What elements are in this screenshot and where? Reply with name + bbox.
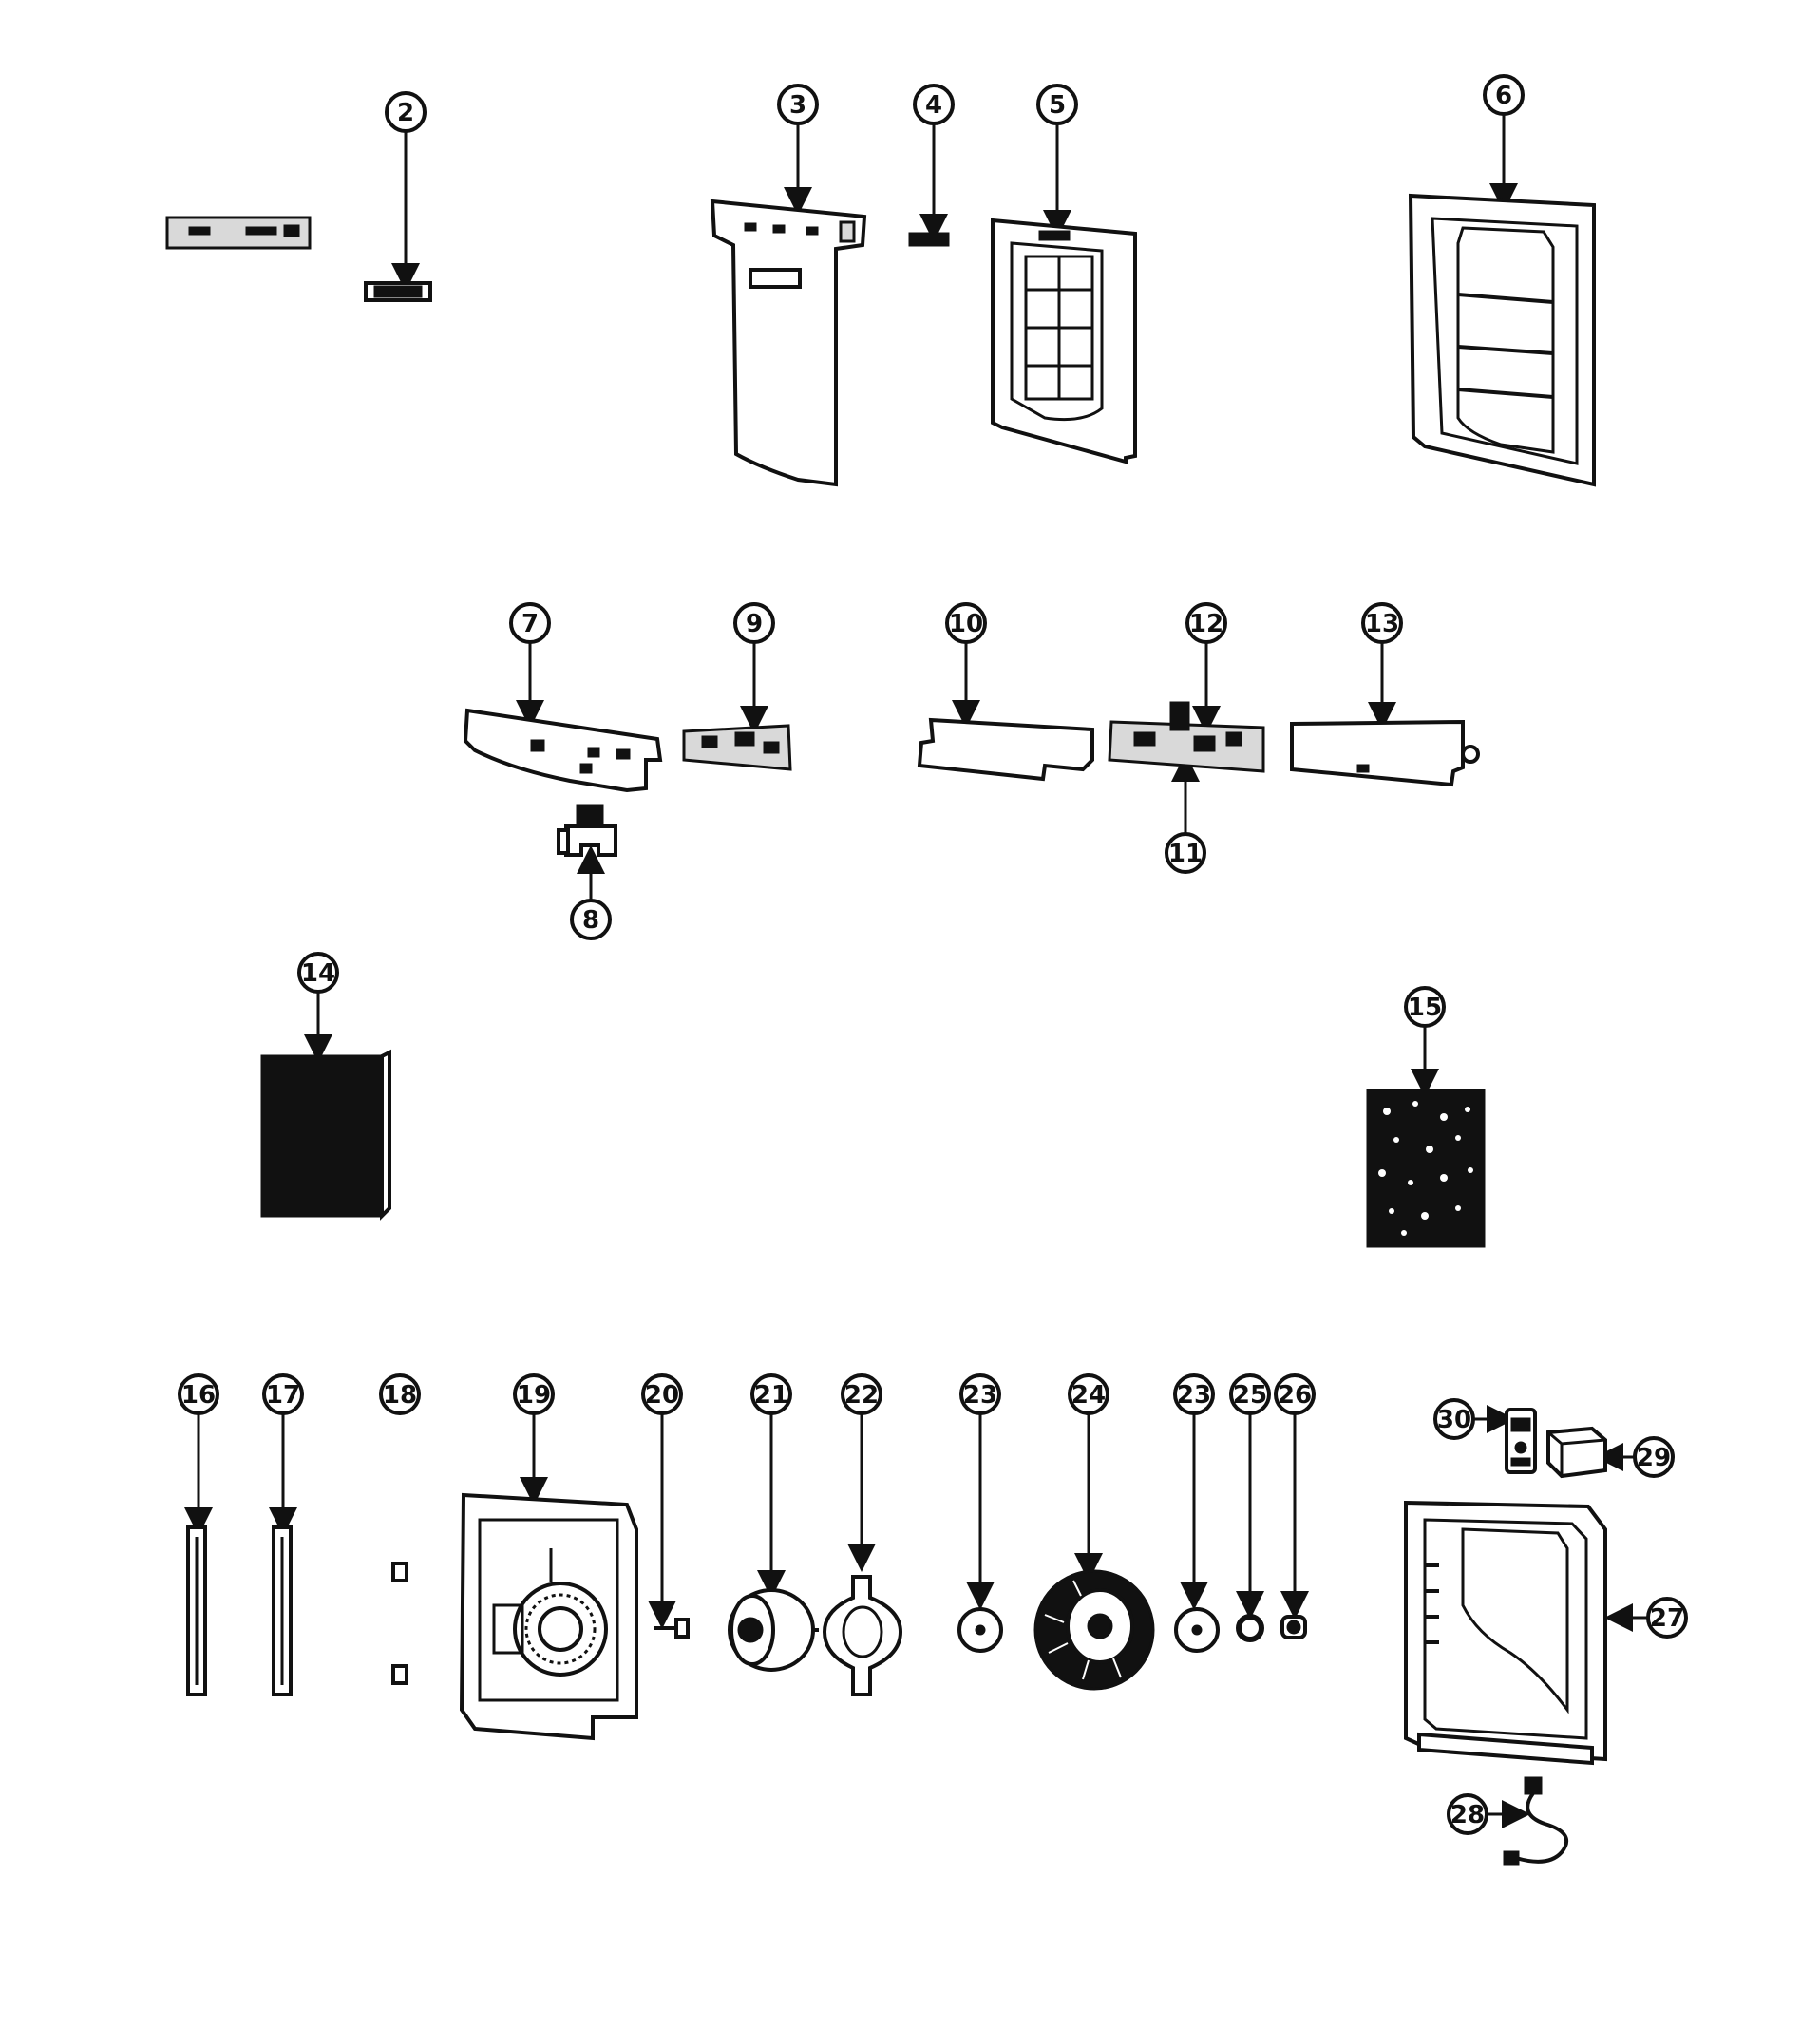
part-small-switch bbox=[908, 232, 950, 247]
callout-5: 5 bbox=[1036, 84, 1078, 238]
part-nut bbox=[1280, 1615, 1307, 1639]
callout-6-label: 6 bbox=[1495, 82, 1512, 110]
callout-3-label: 3 bbox=[789, 91, 806, 120]
callout-13: 13 bbox=[1361, 602, 1403, 730]
part-rear-cover bbox=[1408, 193, 1596, 487]
part-filter-door bbox=[991, 218, 1137, 464]
callout-19-label: 19 bbox=[517, 1381, 551, 1410]
callout-11: 11 bbox=[1165, 753, 1206, 874]
callout-22-label: 22 bbox=[844, 1381, 879, 1410]
part-power-cord bbox=[1503, 1776, 1568, 1866]
part-display-pcb bbox=[682, 724, 792, 771]
part-carbon-prefilter bbox=[1366, 1089, 1486, 1248]
callout-2-label: 2 bbox=[397, 99, 414, 127]
callout-23a-label: 23 bbox=[963, 1381, 997, 1410]
part-side-rail-left bbox=[186, 1525, 207, 1696]
part-hepa-filter bbox=[260, 1049, 391, 1221]
callout-20-label: 20 bbox=[645, 1381, 679, 1410]
part-washer-rear bbox=[1174, 1607, 1220, 1653]
part-remote-holder bbox=[1546, 1426, 1607, 1479]
part-ionizer-module bbox=[1290, 719, 1480, 787]
callout-10-label: 10 bbox=[949, 610, 983, 638]
part-control-housing bbox=[463, 708, 663, 793]
callout-27-label: 27 bbox=[1650, 1604, 1684, 1633]
callout-23a: 23 bbox=[959, 1373, 1001, 1610]
callout-8-label: 8 bbox=[582, 906, 599, 935]
callout-23b-label: 23 bbox=[1177, 1381, 1211, 1410]
part-main-cabinet bbox=[1404, 1500, 1607, 1766]
part-blower-wheel bbox=[1033, 1569, 1155, 1691]
callout-18-label: 18 bbox=[383, 1381, 417, 1410]
callout-7-label: 7 bbox=[521, 610, 539, 638]
callout-16-label: 16 bbox=[181, 1381, 216, 1410]
callout-15: 15 bbox=[1404, 986, 1446, 1097]
callout-22: 22 bbox=[841, 1373, 882, 1572]
callout-25-label: 25 bbox=[1233, 1381, 1267, 1410]
part-front-panel bbox=[710, 199, 867, 487]
callout-28: 28 bbox=[1447, 1793, 1530, 1835]
callout-4-label: 4 bbox=[925, 91, 942, 120]
callout-13-label: 13 bbox=[1365, 610, 1399, 638]
callout-30: 30 bbox=[1433, 1398, 1515, 1440]
callout-7: 7 bbox=[509, 602, 551, 729]
callout-18: 18 bbox=[379, 1373, 421, 1415]
part-screw bbox=[654, 1618, 690, 1639]
part-fan-housing bbox=[459, 1492, 638, 1741]
callout-5-label: 5 bbox=[1049, 91, 1066, 120]
part-sensor-bracket bbox=[557, 804, 617, 857]
callout-20: 20 bbox=[641, 1373, 683, 1629]
callout-17-label: 17 bbox=[266, 1381, 300, 1410]
part-clips bbox=[391, 1562, 408, 1685]
callout-11-label: 11 bbox=[1168, 840, 1203, 868]
callout-19: 19 bbox=[513, 1373, 555, 1506]
callout-12: 12 bbox=[1185, 602, 1227, 734]
callout-25: 25 bbox=[1229, 1373, 1271, 1620]
callout-21-label: 21 bbox=[754, 1381, 788, 1410]
callout-28-label: 28 bbox=[1450, 1801, 1485, 1829]
part-motor bbox=[728, 1588, 819, 1672]
callout-16: 16 bbox=[178, 1373, 219, 1536]
callout-9: 9 bbox=[733, 602, 775, 734]
callout-26-label: 26 bbox=[1278, 1381, 1312, 1410]
callout-12-label: 12 bbox=[1189, 610, 1223, 638]
callout-29-label: 29 bbox=[1637, 1444, 1671, 1472]
part-ring bbox=[1236, 1614, 1264, 1642]
callout-2: 2 bbox=[385, 91, 427, 292]
part-control-strip bbox=[165, 216, 312, 250]
callout-15-label: 15 bbox=[1408, 994, 1442, 1022]
part-pcb-cover bbox=[917, 717, 1094, 782]
part-motor-bracket bbox=[822, 1575, 903, 1696]
callout-23b: 23 bbox=[1173, 1373, 1215, 1610]
callout-8: 8 bbox=[570, 845, 612, 940]
callout-4: 4 bbox=[913, 84, 955, 242]
callout-29: 29 bbox=[1595, 1436, 1675, 1478]
callout-17: 17 bbox=[262, 1373, 304, 1536]
callout-10: 10 bbox=[945, 602, 987, 729]
callout-9-label: 9 bbox=[746, 610, 763, 638]
part-side-rail-right bbox=[272, 1525, 293, 1696]
callout-6: 6 bbox=[1483, 74, 1525, 212]
callout-14-label: 14 bbox=[301, 959, 335, 988]
callout-21: 21 bbox=[750, 1373, 792, 1599]
callout-24-label: 24 bbox=[1071, 1381, 1106, 1410]
part-washer-front bbox=[957, 1607, 1003, 1653]
callout-3: 3 bbox=[777, 84, 819, 216]
callout-26: 26 bbox=[1274, 1373, 1316, 1620]
callout-30-label: 30 bbox=[1437, 1406, 1471, 1434]
callout-27: 27 bbox=[1604, 1597, 1688, 1639]
part-remote-control bbox=[1505, 1408, 1537, 1474]
part-button-strip bbox=[364, 281, 432, 302]
callout-14: 14 bbox=[297, 952, 339, 1063]
callout-24: 24 bbox=[1068, 1373, 1109, 1582]
part-main-pcb bbox=[1108, 701, 1265, 773]
